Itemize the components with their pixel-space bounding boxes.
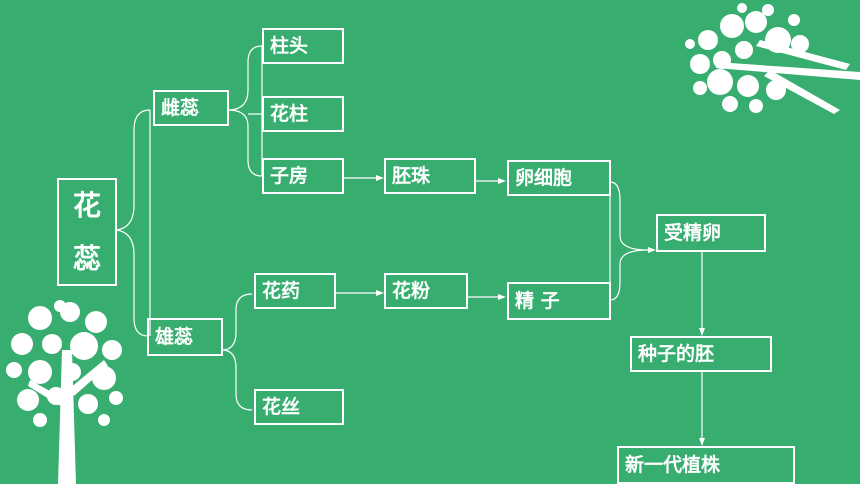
node-huarui: 花 蕊 (57, 178, 117, 286)
node-huafen: 花粉 (384, 273, 468, 309)
brace-huarui (115, 109, 151, 231)
node-jingzi: 精 子 (507, 282, 611, 320)
node-zifang: 子房 (262, 158, 344, 194)
node-xiongrui: 雄蕊 (147, 318, 223, 356)
node-shoujingluan: 受精卵 (656, 214, 766, 252)
node-zhutou: 柱头 (262, 28, 344, 64)
node-huazhu: 花柱 (262, 96, 344, 132)
node-huayao: 花药 (254, 273, 336, 309)
node-zhongzidepei: 种子的胚 (630, 336, 772, 372)
brace-xiongrui (221, 293, 253, 351)
node-huasi: 花丝 (254, 389, 344, 425)
node-peizhu: 胚珠 (384, 158, 476, 194)
brace-cirui (227, 45, 263, 111)
brace-fertilization (609, 181, 649, 251)
node-cirui: 雌蕊 (153, 90, 229, 126)
node-huarui-char-2: 蕊 (72, 242, 101, 275)
node-xinyidai: 新一代植株 (617, 446, 795, 484)
node-huarui-char-1: 花 (72, 188, 101, 222)
node-luanxibao: 卵细胞 (507, 160, 611, 196)
